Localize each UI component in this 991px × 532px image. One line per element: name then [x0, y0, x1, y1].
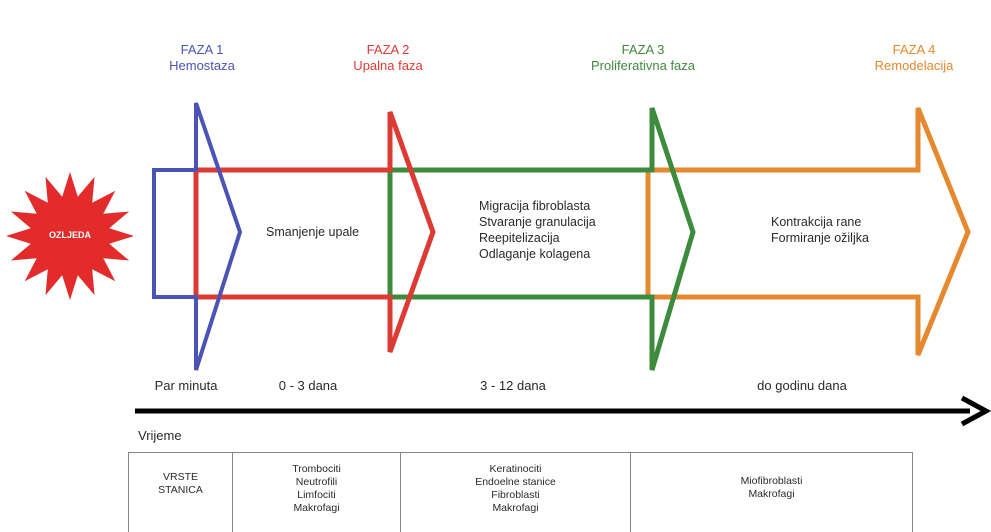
cell-type: Limfociti [297, 489, 336, 501]
cell-type: Fibroblasti [491, 489, 540, 501]
injury-sun-icon [6, 172, 134, 300]
phase4-arrow [645, 107, 971, 356]
phase4-name: Remodelacija [874, 58, 954, 73]
table-header-cell: VRSTE STANICA [129, 453, 233, 532]
phase3-description-line: Stvaranje granulacija [479, 215, 596, 229]
phase3-description-line: Migracija fibroblasta [479, 199, 591, 213]
phase3-header: FAZA 3 Proliferativna faza [591, 42, 695, 74]
cell-type: Miofibroblasti [740, 475, 803, 487]
phase4-header: FAZA 4 Remodelacija [875, 42, 954, 74]
phase2-time: 0 - 3 dana [278, 378, 338, 393]
phase3-cells: Keratinociti Endoelne stanice Fibroblast… [401, 453, 631, 532]
cell-types-table: VRSTE STANICA Trombociti Neutrofili Limf… [128, 452, 913, 532]
phase1-header: FAZA 1 Hemostaza [169, 42, 235, 74]
phase3-arrow [387, 107, 696, 371]
cell-type: Makrofagi [293, 502, 340, 514]
phase4-description: Kontrakcija rane Formiranje ožiljka [771, 214, 869, 246]
phase1-arrow [152, 102, 243, 371]
phase4-time: do godinu dana [757, 378, 847, 393]
cell-type: Endoelne stanice [475, 476, 556, 488]
phase3-description-line: Reepitelizacija [479, 231, 560, 245]
phase2-header: FAZA 2 Upalna faza [353, 42, 422, 74]
phase4-description-line: Formiranje ožiljka [771, 231, 869, 245]
cell-type: Makrofagi [748, 488, 795, 500]
injury-label: OZLJEDA [48, 230, 92, 240]
phase2-description: Smanjenje upale [266, 224, 359, 240]
phase1-time: Par minuta [154, 378, 218, 393]
phase1-name: Hemostaza [169, 58, 235, 73]
phase3-description-line: Odlaganje kolagena [479, 247, 591, 261]
phase4-number: FAZA 4 [892, 42, 936, 57]
phase3-number: FAZA 3 [621, 42, 665, 57]
cell-type: Trombociti [292, 463, 341, 475]
phase3-time: 3 - 12 dana [480, 378, 546, 393]
phase2-arrow [193, 111, 436, 353]
time-axis-label: Vrijeme [138, 428, 182, 443]
phase2-number: FAZA 2 [366, 42, 410, 57]
phase2-name: Upalna faza [353, 58, 423, 73]
phase4-cells: Miofibroblasti Makrofagi [631, 453, 912, 532]
phase4-description-line: Kontrakcija rane [771, 215, 862, 229]
time-axis-arrowhead [960, 395, 991, 427]
cell-type: Keratinociti [489, 463, 542, 475]
phase2-cells: Trombociti Neutrofili Limfociti Makrofag… [233, 453, 401, 532]
phase1-number: FAZA 1 [180, 42, 224, 57]
phase3-name: Proliferativna faza [590, 58, 696, 73]
cell-type: Makrofagi [492, 502, 539, 514]
cell-type: Neutrofili [295, 476, 338, 488]
phase3-description: Migracija fibroblasta Stvaranje granulac… [479, 198, 596, 262]
phase2-description-line: Smanjenje upale [266, 225, 360, 239]
table-header-label: VRSTE STANICA [158, 471, 203, 496]
